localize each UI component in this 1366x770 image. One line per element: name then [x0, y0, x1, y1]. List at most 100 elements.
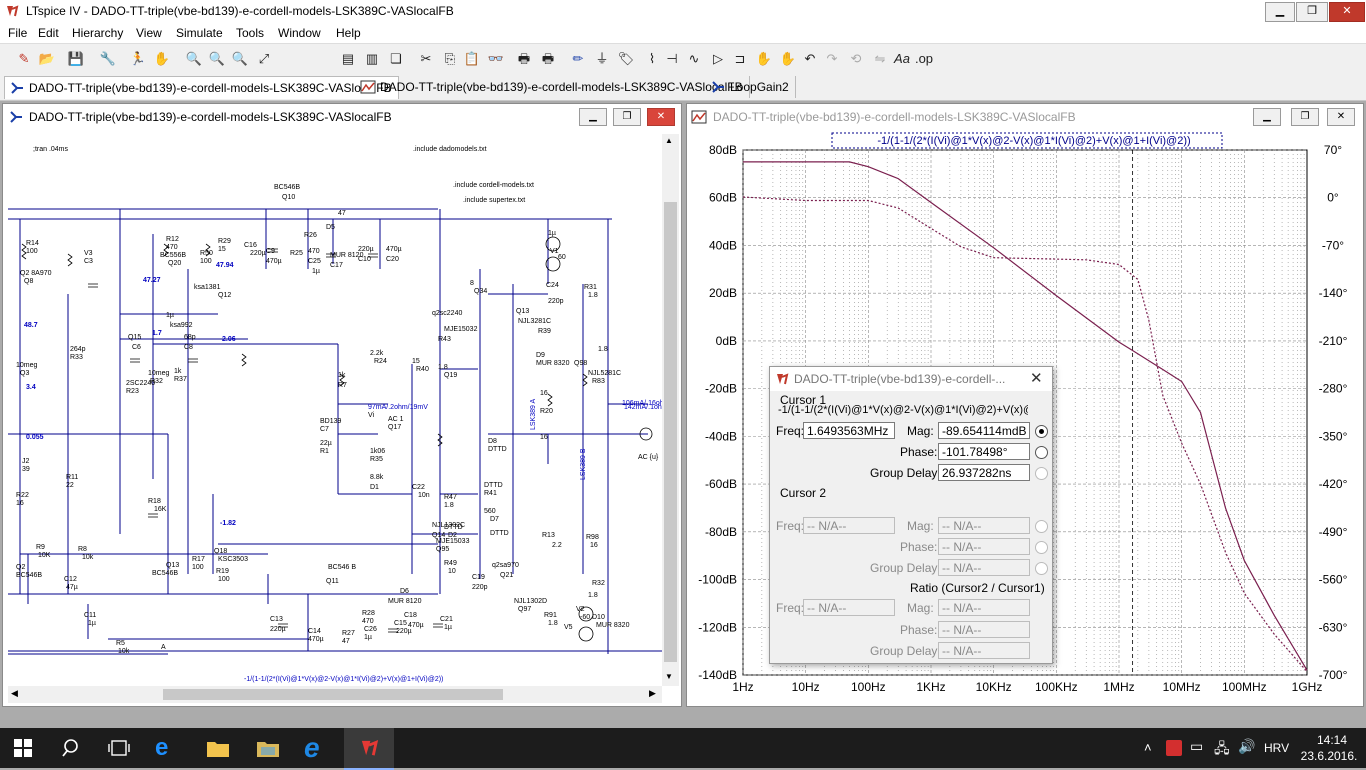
component-label[interactable]: DTTD — [444, 524, 463, 531]
component-label[interactable]: R28 — [362, 610, 375, 617]
component-label[interactable]: LSK389 A — [530, 398, 537, 430]
component-label[interactable]: 220µ — [358, 246, 374, 253]
component-label[interactable]: 15 — [218, 246, 226, 253]
component-label[interactable]: R9 — [36, 544, 45, 551]
plot-restore-button[interactable]: ❐ — [1291, 108, 1319, 126]
cut-icon[interactable]: ✂ — [420, 51, 432, 66]
component-label[interactable]: C11 — [84, 612, 97, 619]
component-label[interactable]: 39 — [22, 466, 30, 473]
menu-hierarchy[interactable]: Hierarchy — [72, 26, 124, 40]
component-label[interactable]: R39 — [538, 328, 551, 335]
component-label[interactable]: R50 — [200, 250, 213, 257]
component-label[interactable]: Q95 — [436, 546, 450, 553]
component-label[interactable]: R17 — [192, 556, 205, 563]
component-label[interactable]: BC546B — [16, 572, 43, 579]
component-label[interactable]: 10n — [418, 492, 430, 499]
tab-plot[interactable]: DADO-TT-triple(vbe-bd139)-e-cordell-mode… — [356, 76, 750, 98]
component-label[interactable]: 470 — [362, 618, 374, 625]
component-label[interactable]: C10 — [358, 256, 371, 263]
component-label[interactable]: 10K — [38, 552, 51, 559]
internet-explorer-icon[interactable]: e — [304, 732, 320, 763]
component-label[interactable]: 16 — [16, 500, 24, 507]
component-label[interactable]: C25 — [308, 258, 321, 265]
component-label[interactable]: 1.8 — [588, 592, 598, 599]
component-label[interactable]: 264p — [70, 346, 86, 353]
menu-view[interactable]: View — [136, 26, 162, 40]
search-icon[interactable] — [62, 738, 82, 758]
component-label[interactable]: C13 — [270, 616, 283, 623]
component-label[interactable]: R7 — [338, 382, 347, 389]
ratio-gd-field[interactable]: -- N/A-- — [938, 642, 1030, 659]
input-language[interactable]: HRV — [1264, 741, 1290, 755]
component-label[interactable]: D6 — [400, 588, 409, 595]
component-label[interactable]: 560 — [484, 508, 496, 515]
component-label[interactable]: Q12 — [218, 292, 232, 299]
component-label[interactable]: C15 — [394, 620, 407, 627]
component-label[interactable]: D5 — [326, 224, 335, 231]
component-label[interactable]: R12 — [166, 236, 179, 243]
tray-app-icon[interactable] — [1166, 740, 1182, 756]
component-label[interactable]: q2sc2240 — [432, 310, 463, 317]
schematic-vscrollbar[interactable]: ▲ ▼ — [662, 134, 679, 686]
component-label[interactable]: 10k — [118, 648, 130, 655]
component-label[interactable]: D9 — [536, 352, 545, 359]
menu-simulate[interactable]: Simulate — [176, 26, 223, 40]
component-label[interactable]: R29 — [218, 238, 231, 245]
cursor1-phase-field[interactable]: -101.78498° — [938, 443, 1030, 460]
rotate-icon[interactable]: ⟲ — [850, 51, 862, 66]
component-label[interactable]: D7 — [490, 516, 499, 523]
component-label[interactable]: D8 — [488, 438, 497, 445]
component-label[interactable]: 16K — [154, 506, 167, 513]
component-label[interactable]: 220µ — [250, 250, 266, 257]
component-label[interactable]: R18 — [148, 498, 161, 505]
component-label[interactable]: R5 — [116, 640, 125, 647]
component-label[interactable]: Q13 — [516, 308, 530, 315]
component-label[interactable]: Q34 — [474, 288, 488, 295]
component-label[interactable]: C17 — [330, 262, 343, 269]
component-label[interactable]: BC546B — [152, 570, 179, 577]
menu-window[interactable]: Window — [278, 26, 321, 40]
cursor2-phase-field[interactable]: -- N/A-- — [938, 538, 1030, 555]
component-label[interactable]: R32 — [592, 580, 605, 587]
component-label[interactable]: R49 — [444, 560, 457, 567]
component-label[interactable]: LSK389 B — [580, 448, 587, 480]
component-label[interactable]: D2 — [448, 532, 457, 539]
component-label[interactable]: 1µ — [88, 620, 96, 627]
component-label[interactable]: Q3 — [20, 370, 30, 377]
component-label[interactable]: C20 — [386, 256, 399, 263]
print-icon[interactable]: 🖶 — [541, 51, 555, 66]
schematic-hscrollbar[interactable]: ◀ ▶ — [8, 686, 662, 703]
schematic-minimize-button[interactable]: ▁ — [579, 108, 607, 126]
component-label[interactable]: C26 — [364, 626, 377, 633]
component-label[interactable]: Q8 — [24, 278, 34, 285]
component-label[interactable]: 470 — [308, 248, 320, 255]
component-label[interactable]: R43 — [438, 336, 451, 343]
include-directive-3[interactable]: .include supertex.txt — [463, 197, 526, 204]
task-view-icon[interactable] — [108, 739, 130, 757]
zoom-fit-icon[interactable]: ⤢ — [258, 51, 270, 66]
component-label[interactable]: MUR 8120 — [388, 598, 422, 605]
component-label[interactable]: KSC3503 — [218, 556, 248, 563]
component-label[interactable]: ksa1381 — [194, 284, 221, 291]
file-explorer-icon[interactable] — [206, 738, 230, 758]
component-label[interactable]: C21 — [440, 616, 453, 623]
component-label[interactable]: R91 — [544, 612, 557, 619]
component-label[interactable]: R37 — [174, 376, 187, 383]
spice-directive-icon[interactable]: .op — [914, 51, 934, 66]
component-label[interactable]: C6 — [132, 344, 141, 351]
clock-date[interactable]: 23.6.2016. — [1300, 749, 1358, 763]
component-label[interactable]: Q97 — [518, 606, 532, 613]
cascade-icon[interactable]: ❏ — [390, 51, 402, 66]
component-label[interactable]: R32 — [150, 378, 163, 385]
component-label[interactable]: 1k06 — [370, 448, 386, 455]
drag-icon[interactable]: ✋ — [779, 51, 797, 66]
component-label[interactable]: 16 — [590, 542, 598, 549]
component-label[interactable]: 2SC2240 — [126, 380, 156, 387]
component-label[interactable]: C16 — [244, 242, 257, 249]
component-label[interactable]: 10k — [82, 554, 94, 561]
component-label[interactable]: R47 — [444, 494, 457, 501]
zoom-in-icon[interactable]: 🔍 — [185, 51, 203, 66]
component-label[interactable]: 1k — [174, 368, 182, 375]
component-label[interactable]: 47 — [338, 210, 346, 217]
component-label[interactable]: 68p — [184, 334, 196, 341]
